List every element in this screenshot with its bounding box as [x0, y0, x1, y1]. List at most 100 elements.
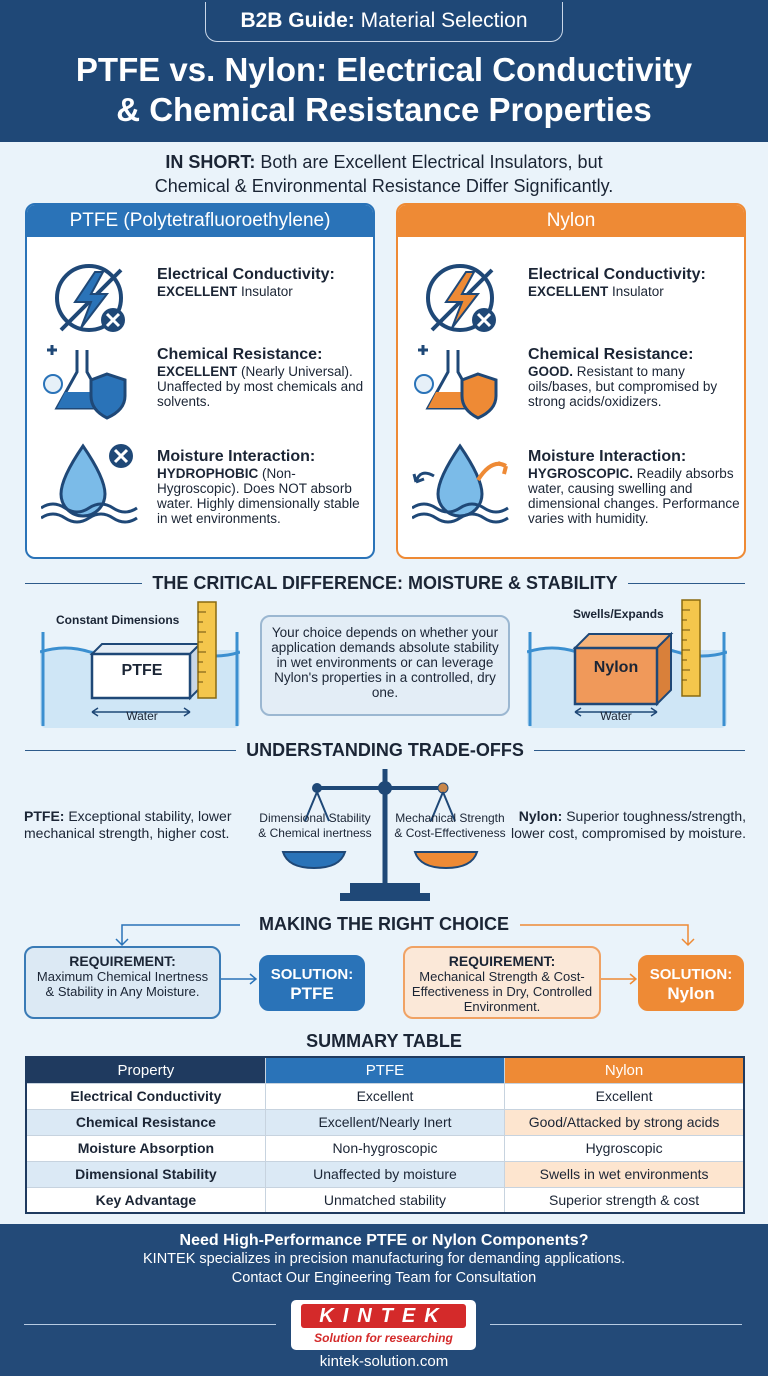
section-title: THE CRITICAL DIFFERENCE: MOISTURE & STAB… [142, 573, 628, 593]
flask-shield-icon [414, 345, 498, 420]
ptfe-cell: Excellent/Nearly Inert [264, 1108, 506, 1136]
property-cell: Moisture Absorption [25, 1134, 266, 1162]
card-row: Moisture Interaction:HYDROPHOBIC (Non-Hy… [41, 442, 371, 542]
nylon-requirement-box: REQUIREMENT:Mechanical Strength & Cost-E… [403, 946, 601, 1019]
summary-line-1: Both are Excellent Electrical Insulators… [255, 152, 603, 172]
solution-value: Nylon [667, 984, 715, 1003]
balance-scale-icon [281, 769, 479, 901]
row-description: Insulator [608, 284, 664, 299]
nylon-cell: Good/Attacked by strong acids [504, 1108, 745, 1136]
requirement-text: Mechanical Strength & Cost-Effectiveness… [411, 969, 593, 1014]
property-cell: Key Advantage [25, 1186, 266, 1214]
swells-expands-label: Swells/Expands [573, 607, 664, 621]
ptfe-cell: Non-hygroscopic [264, 1134, 506, 1162]
header-banner [0, 0, 768, 142]
in-short-summary: IN SHORT: Both are Excellent Electrical … [0, 150, 768, 198]
left-pan-label: Dimensional Stability & Chemical inertne… [258, 811, 372, 840]
guide-badge: B2B Guide: Material Selection [205, 2, 563, 42]
column-header: PTFE [264, 1056, 506, 1084]
title-line-1: PTFE vs. Nylon: Electrical Conductivity [75, 51, 693, 88]
table-header-row: Property PTFE Nylon [25, 1056, 745, 1084]
column-header: Property [25, 1056, 266, 1084]
row-rating: EXCELLENT [528, 284, 609, 299]
card-row: Moisture Interaction:HYGROSCOPIC. Readil… [412, 442, 742, 542]
ptfe-cell: Unaffected by moisture [264, 1160, 506, 1188]
row-heading: Chemical Resistance: [528, 346, 694, 363]
divider [490, 1324, 742, 1325]
nylon-tradeoff-text: Nylon: Superior toughness/strength, lowe… [498, 808, 746, 842]
constant-dimensions-label: Constant Dimensions [56, 613, 180, 627]
footer-headline: Need High-Performance PTFE or Nylon Comp… [179, 1232, 589, 1249]
requirement-text: Maximum Chemical Inertness & Stability i… [36, 969, 209, 999]
summary-table: Property PTFE Nylon Electrical Conductiv… [25, 1056, 745, 1214]
solution-value: PTFE [290, 984, 334, 1003]
ptfe-tradeoff: Exceptional stability, lower mechanical … [24, 808, 232, 841]
card-row: Chemical Resistance:EXCELLENT (Nearly Un… [41, 340, 371, 440]
website-link[interactable]: kintek-solution.com [319, 1353, 449, 1370]
section-title: UNDERSTANDING TRADE-OFFS [236, 740, 534, 760]
page-title: PTFE vs. Nylon: Electrical Conductivity&… [0, 50, 768, 130]
nylon-water-label: Water [600, 709, 632, 723]
ptfe-water-label: Water [126, 709, 158, 723]
row-description: Resistant to many oils/bases, but compro… [528, 364, 718, 409]
solution-title: SOLUTION: [270, 966, 354, 983]
card-row: Electrical Conductivity:EXCELLENT Insula… [412, 258, 742, 358]
nylon-cell: Hygroscopic [504, 1134, 745, 1162]
nylon-solution-box: SOLUTION:Nylon [638, 955, 744, 1011]
nylon-cell: Swells in wet environments [504, 1160, 745, 1188]
footer-line-2: Contact Our Engineering Team for Consult… [231, 1270, 537, 1286]
ptfe-requirement-box: REQUIREMENT:Maximum Chemical Inertness &… [24, 946, 221, 1019]
water-drop-x-icon [41, 443, 138, 524]
tradeoffs-heading: UNDERSTANDING TRADE-OFFS [25, 740, 745, 760]
divider [24, 1324, 276, 1325]
row-rating: GOOD. [528, 364, 574, 379]
nylon-block-label: Nylon [593, 659, 639, 676]
nylon-label: Nylon: [518, 808, 563, 824]
property-cell: Electrical Conductivity [25, 1082, 266, 1110]
flask-shield-icon [43, 345, 127, 420]
nylon-cell: Superior strength & cost [504, 1186, 745, 1214]
logo-tagline: Solution for researching [314, 1331, 453, 1345]
requirement-title: REQUIREMENT: [448, 953, 556, 969]
column-header: Nylon [504, 1056, 745, 1084]
right-pan-label: Mechanical Strength & Cost-Effectiveness [394, 811, 506, 840]
ruler-icon [197, 601, 217, 699]
property-cell: Dimensional Stability [25, 1160, 266, 1188]
row-rating: HYGROSCOPIC. [528, 466, 634, 481]
ptfe-solution-box: SOLUTION:PTFE [259, 955, 365, 1011]
ptfe-tradeoff-text: PTFE: Exceptional stability, lower mecha… [24, 808, 264, 842]
row-description: (Nearly Universal). Unaffected by most c… [157, 364, 364, 409]
solution-title: SOLUTION: [649, 966, 733, 983]
row-heading: Electrical Conductivity: [528, 266, 706, 283]
arrow-right-icon [601, 973, 638, 985]
choice-heading: MAKING THE RIGHT CHOICE [259, 914, 509, 934]
choice-arrows [115, 924, 695, 947]
row-heading: Moisture Interaction: [157, 448, 316, 465]
card-row: Electrical Conductivity:EXCELLENT Insula… [41, 258, 371, 358]
nylon-tradeoff: Superior toughness/strength, lower cost,… [511, 808, 746, 841]
property-cell: Chemical Resistance [25, 1108, 266, 1136]
row-description: (Non-Hygroscopic). Does NOT absorb water… [157, 466, 360, 526]
nylon-card-title: Nylon [398, 205, 744, 237]
lightning-no-conduct-icon [426, 264, 496, 332]
row-heading: Chemical Resistance: [157, 346, 323, 363]
water-drop-absorb-icon [412, 443, 509, 524]
ptfe-card-title: PTFE (Polytetrafluoroethylene) [27, 205, 373, 237]
footer-line-1: KINTEK specializes in precision manufact… [143, 1251, 625, 1267]
row-rating: EXCELLENT [157, 364, 238, 379]
ptfe-cell: Unmatched stability [264, 1186, 506, 1214]
summary-line-2: Chemical & Environmental Resistance Diff… [154, 176, 614, 196]
footer: Need High-Performance PTFE or Nylon Comp… [0, 1224, 768, 1376]
row-rating: HYDROPHOBIC [157, 466, 259, 481]
logo-text: KINTEK [301, 1304, 466, 1328]
summary-label: IN SHORT: [165, 152, 256, 172]
row-heading: Electrical Conductivity: [157, 266, 335, 283]
row-rating: EXCELLENT [157, 284, 238, 299]
kintek-logo[interactable]: KINTEK Solution for researching [291, 1300, 476, 1350]
nylon-cell: Excellent [504, 1082, 745, 1110]
